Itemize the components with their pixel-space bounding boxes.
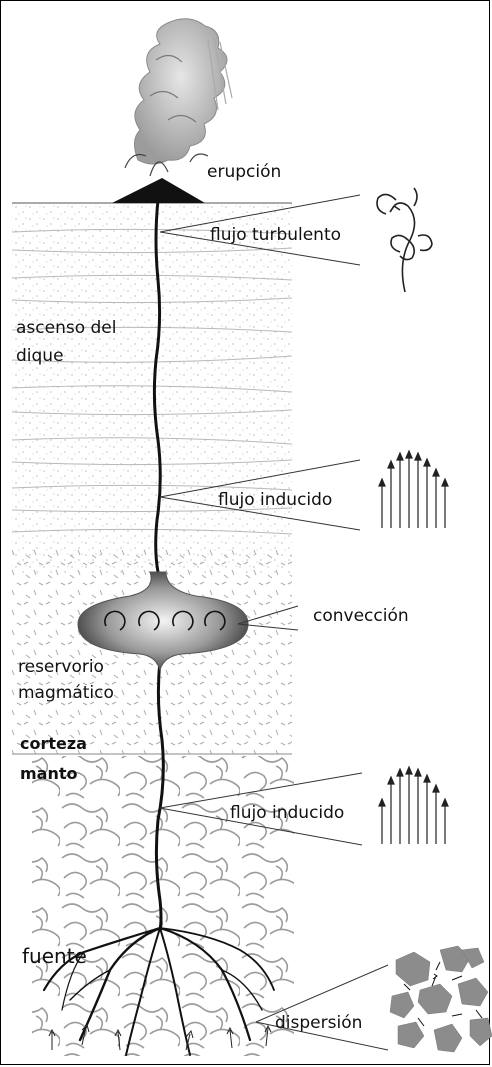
flow-arrow-head — [378, 477, 386, 487]
magma-reservoir — [77, 571, 249, 672]
convection-label: convección — [313, 606, 409, 626]
mantle-label: manto — [20, 764, 78, 783]
flow-arrow-head — [387, 775, 395, 785]
flow-arrow-head — [414, 767, 422, 777]
induced-flow-label-upper: flujo inducido — [218, 490, 332, 510]
flow-arrow-head — [396, 767, 404, 777]
flow-arrow-head — [378, 797, 386, 807]
reservoir-label-line2: magmático — [18, 683, 114, 703]
flow-arrow-head — [441, 797, 449, 807]
dispersion-grains-icon — [389, 945, 492, 1053]
flow-arrow-head — [423, 773, 431, 783]
dike-conduit-lower — [154, 659, 165, 931]
volcano-cone — [112, 178, 205, 203]
flow-arrow-head — [432, 783, 440, 793]
induced-flow-arrows-lower — [378, 765, 449, 844]
flow-arrow-head — [387, 459, 395, 469]
flow-arrow-head — [423, 457, 431, 467]
callout-lines — [159, 194, 389, 1051]
flow-arrow-head — [396, 451, 404, 461]
reservoir-label-line1: reservorio — [18, 657, 104, 677]
induced-flow-label-lower: flujo inducido — [230, 803, 344, 823]
flow-arrow-head — [432, 467, 440, 477]
flow-arrow-head — [414, 451, 422, 461]
dike-ascent-label-line1: ascenso del — [16, 318, 117, 338]
eruption-label: erupción — [207, 162, 281, 182]
turbulent-flow-label: flujo turbulento — [210, 225, 341, 245]
source-label: fuente — [22, 944, 87, 968]
source-small-arrows — [48, 1024, 272, 1051]
dike-ascent-label-line2: dique — [16, 346, 64, 366]
induced-flow-arrows-upper — [378, 449, 449, 528]
crust-upper-strata — [11, 202, 293, 573]
flow-arrow-head — [405, 765, 413, 775]
eruption-plume — [124, 18, 233, 177]
dike-conduit-upper — [152, 199, 162, 573]
crust-label: corteza — [20, 734, 87, 753]
flow-arrow-head — [441, 477, 449, 487]
mantle-texture — [32, 756, 294, 1056]
dispersion-label: dispersión — [275, 1013, 362, 1033]
source-roots — [42, 926, 275, 1056]
turbulent-flow-icon — [376, 187, 433, 293]
flow-arrow-head — [405, 449, 413, 459]
